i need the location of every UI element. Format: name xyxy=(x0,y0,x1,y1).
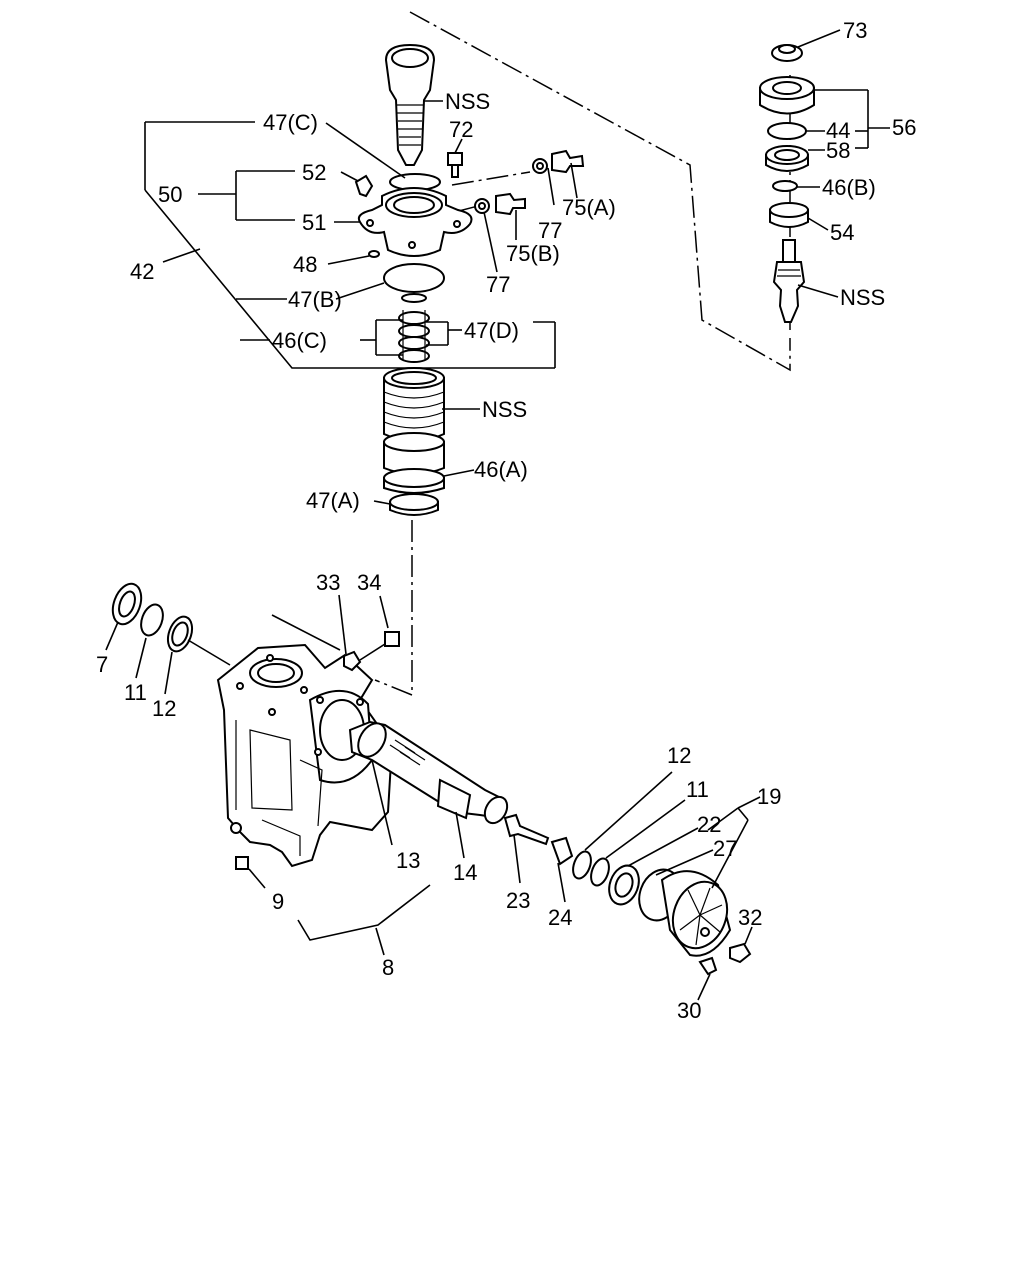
piston-ring-stack xyxy=(398,310,430,363)
label-77a: 77 xyxy=(538,218,562,243)
leader-lines xyxy=(105,29,890,1001)
label-47a: 47(A) xyxy=(306,488,360,513)
label-75b: 75(B) xyxy=(506,241,560,266)
label-7: 7 xyxy=(96,652,108,677)
part-32-nut xyxy=(729,942,752,964)
label-32: 32 xyxy=(738,905,762,930)
part-30-bolt xyxy=(698,956,718,976)
side-cover-parts xyxy=(572,850,752,976)
label-nss-top: NSS xyxy=(445,89,490,114)
label-47c: 47(C) xyxy=(263,110,318,135)
label-46b: 46(B) xyxy=(822,175,876,200)
label-47d: 47(D) xyxy=(464,318,519,343)
adjuster-parts xyxy=(503,813,574,866)
label-12-right: 12 xyxy=(667,743,691,768)
sector-shaft xyxy=(348,720,509,825)
label-58: 58 xyxy=(826,138,850,163)
label-44: 44 xyxy=(826,118,850,143)
part-14-sector xyxy=(436,778,472,820)
label-50: 50 xyxy=(158,182,182,207)
label-11: 11 xyxy=(124,680,147,705)
label-19: 19 xyxy=(757,784,781,809)
label-46a: 46(A) xyxy=(474,457,528,482)
label-14: 14 xyxy=(453,860,477,885)
upper-stack-parts xyxy=(354,43,585,516)
part-11-ring xyxy=(140,603,164,637)
left-seal-parts xyxy=(111,582,194,653)
label-56: 56 xyxy=(892,115,916,140)
part-46b-ring xyxy=(772,180,798,192)
callout-labels: 73 56 44 58 46(B) 54 NSS NSS 47(C) 72 52… xyxy=(96,18,916,1023)
label-23: 23 xyxy=(506,888,530,913)
label-30: 30 xyxy=(677,998,701,1023)
label-42: 42 xyxy=(130,259,154,284)
label-27: 27 xyxy=(713,836,737,861)
center-lines xyxy=(374,11,791,697)
label-52: 52 xyxy=(302,160,326,185)
fitting-75b xyxy=(495,192,526,216)
part-47b-seal xyxy=(383,263,445,293)
label-11-right: 11 xyxy=(686,777,709,802)
part-24-nut xyxy=(550,836,574,866)
label-77b: 77 xyxy=(486,272,510,297)
part-12r-seal xyxy=(572,850,592,880)
label-24: 24 xyxy=(548,905,572,930)
part-44-ring xyxy=(767,122,807,140)
label-12: 12 xyxy=(152,696,176,721)
label-nss-piston: NSS xyxy=(482,397,527,422)
part-23-screw xyxy=(503,813,550,846)
fitting-75a xyxy=(551,149,585,174)
label-73: 73 xyxy=(843,18,867,43)
gear-housing xyxy=(216,631,400,870)
spool-shaft xyxy=(772,261,806,323)
part-11r-ring xyxy=(590,857,610,887)
label-nss-shaft: NSS xyxy=(840,285,885,310)
label-54: 54 xyxy=(830,220,854,245)
label-22: 22 xyxy=(697,812,721,837)
label-48: 48 xyxy=(293,252,317,277)
label-47b: 47(B) xyxy=(288,287,342,312)
label-8: 8 xyxy=(382,955,394,980)
label-46c: 46(C) xyxy=(272,328,327,353)
label-13: 13 xyxy=(396,848,420,873)
label-34: 34 xyxy=(357,570,381,595)
label-72: 72 xyxy=(449,117,473,142)
label-75a: 75(A) xyxy=(562,195,616,220)
label-9: 9 xyxy=(272,889,284,914)
label-33: 33 xyxy=(316,570,340,595)
valve-stack-parts xyxy=(759,44,815,323)
label-51: 51 xyxy=(302,210,326,235)
